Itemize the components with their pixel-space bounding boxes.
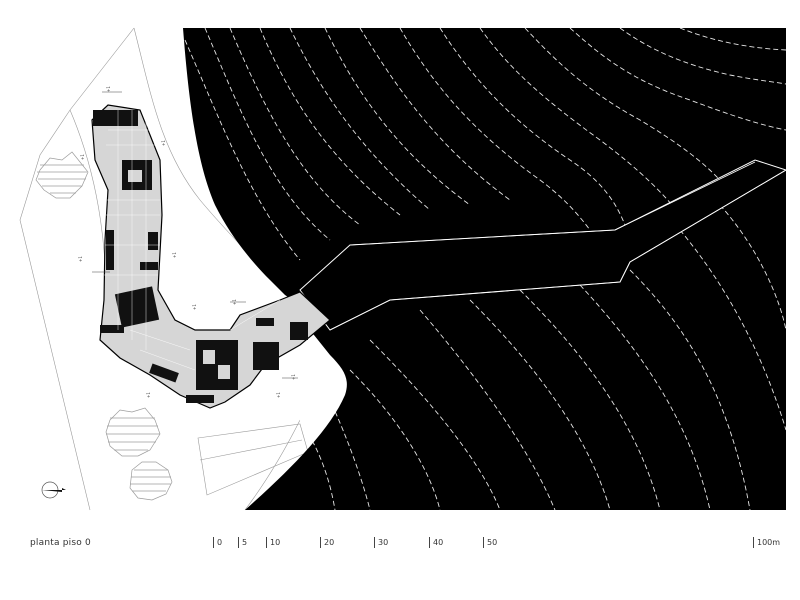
svg-text:+1: +1 [146, 392, 151, 398]
svg-text:+1: +1 [161, 140, 166, 146]
scale-tick-0: 0 [213, 537, 222, 548]
scale-tick-30: 30 [374, 537, 388, 548]
contour-lines [184, 27, 787, 511]
site-boundary-lines [19, 27, 321, 511]
svg-text:+1: +1 [291, 374, 296, 380]
tree-icon [129, 461, 173, 501]
svg-text:+1: +1 [276, 392, 281, 398]
footbridge [299, 159, 788, 331]
svg-text:+1: +1 [192, 304, 197, 310]
scale-tick-5: 5 [238, 537, 247, 548]
drawing-title: planta piso 0 [30, 538, 91, 548]
scale-tick-50: 50 [483, 537, 497, 548]
svg-text:+1: +1 [106, 86, 111, 92]
tree-icon [105, 407, 161, 457]
svg-text:+1: +1 [80, 154, 85, 160]
svg-text:+1: +1 [172, 252, 177, 258]
scale-tick-10: 10 [266, 537, 280, 548]
scale-tick-40: 40 [429, 537, 443, 548]
floor-plan-drawing: +1 +1 +1 +1 +1 +1 +1 +1 +1 +1 [19, 27, 788, 511]
north-arrow-icon [41, 481, 66, 499]
building-plan: +1 +1 +1 +1 +1 +1 +1 +1 +1 +1 [78, 86, 331, 409]
tree-icon [35, 151, 89, 199]
svg-text:+1: +1 [78, 256, 83, 262]
scale-tick-100m: 100m [753, 537, 780, 548]
scale-tick-20: 20 [320, 537, 334, 548]
